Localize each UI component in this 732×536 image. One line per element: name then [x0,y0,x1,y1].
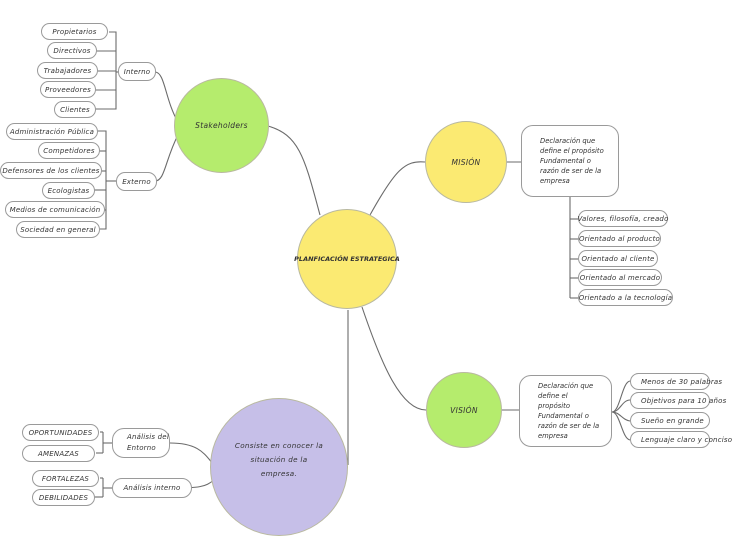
vision-item-palabras[interactable]: Menos de 30 palabras [630,373,722,390]
mision-node[interactable]: MISIÓN [425,121,507,203]
interno-node[interactable]: Interno [118,62,156,81]
mision-item-valores[interactable]: Valores, filosofía, creado [577,210,668,227]
mision-item-mercado[interactable]: Orientado al mercado [578,269,662,286]
stakeholders-node[interactable]: Stakeholders [174,78,269,173]
interno-item-propietarios[interactable]: Propietarios [41,23,108,40]
mision-item-cliente[interactable]: Orientado al cliente [578,250,658,267]
mision-item-producto[interactable]: Orientado al producto [578,230,661,247]
analisis-item-debilidades[interactable]: DEBILIDADES [32,489,95,506]
mision-description[interactable]: Declaración que define el propósito Fund… [521,125,619,197]
analisis-item-fortalezas[interactable]: FORTALEZAS [32,470,99,487]
vision-item-objetivos[interactable]: Objetivos para 10 años [630,392,726,409]
vision-item-sueno[interactable]: Sueño en grande [630,412,710,429]
externo-item-administracion[interactable]: Administración Pública [6,123,98,140]
vision-node[interactable]: VISIÓN [426,372,502,448]
interno-item-proveedores[interactable]: Proveedores [40,81,96,98]
interno-item-clientes[interactable]: Clientes [54,101,96,118]
analisis-node[interactable]: Consiste en conocer la situación de la e… [210,398,348,536]
interno-item-trabajadores[interactable]: Trabajadores [37,62,98,79]
externo-item-defensores[interactable]: Defensores de los clientes [0,162,102,179]
vision-item-lenguaje[interactable]: Lenguaje claro y conciso [630,431,732,448]
analisis-item-oportunidades[interactable]: OPORTUNIDADES [22,424,99,441]
interno-item-directivos[interactable]: Directivos [47,42,97,59]
vision-description[interactable]: Declaración que define el propósito Fund… [519,375,612,447]
center-node[interactable]: PLANFICACIÓN ESTRATEGICA [294,209,400,309]
externo-item-ecologistas[interactable]: Ecologistas [42,182,95,199]
analisis-item-amenazas[interactable]: AMENAZAS [22,445,95,462]
externo-item-medios[interactable]: Medios de comunicación [5,201,105,218]
mision-item-tecnologia[interactable]: Orientado a la tecnología [578,289,673,306]
externo-node[interactable]: Externo [116,172,157,191]
analisis-externo-node[interactable]: Análisis del Entorno [112,428,170,458]
externo-item-sociedad[interactable]: Sociedad en general [16,221,100,238]
analisis-interno-node[interactable]: Análisis interno [112,478,192,498]
externo-item-competidores[interactable]: Competidores [38,142,100,159]
